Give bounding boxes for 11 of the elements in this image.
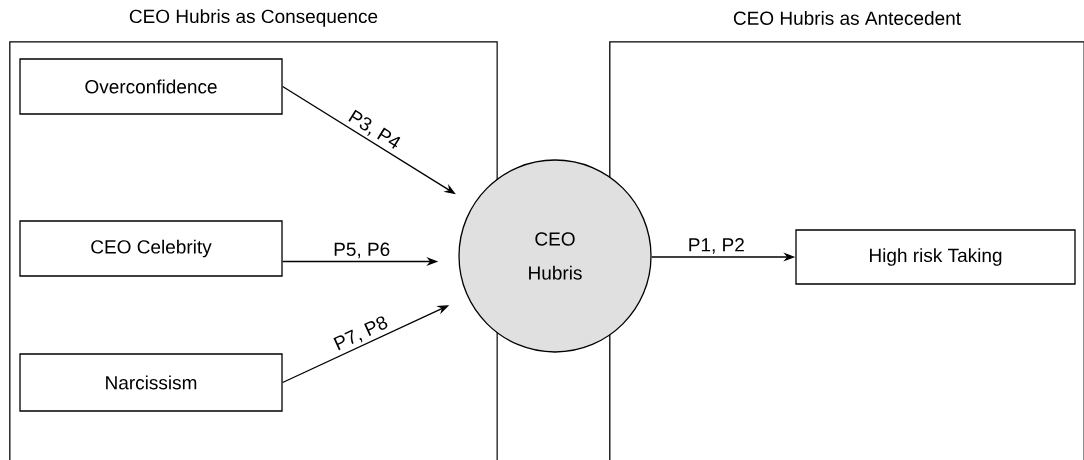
edge-label: P3, P4	[348, 109, 401, 149]
edge-label: P7, P8	[333, 316, 388, 351]
concept-box: Overconfidence	[19, 58, 283, 115]
concept-box: Narcissism	[19, 353, 283, 412]
edge-label: P1, P2	[689, 238, 744, 254]
concept-box: CEO Celebrity	[19, 220, 283, 277]
concept-box: High risk Taking	[795, 229, 1076, 285]
arrow	[282, 85, 456, 195]
panel-heading: CEO Hubris as Consequence	[129, 9, 378, 27]
panel-heading: CEO Hubris as Antecedent	[733, 11, 961, 25]
edge-label: P5, P6	[334, 242, 390, 259]
